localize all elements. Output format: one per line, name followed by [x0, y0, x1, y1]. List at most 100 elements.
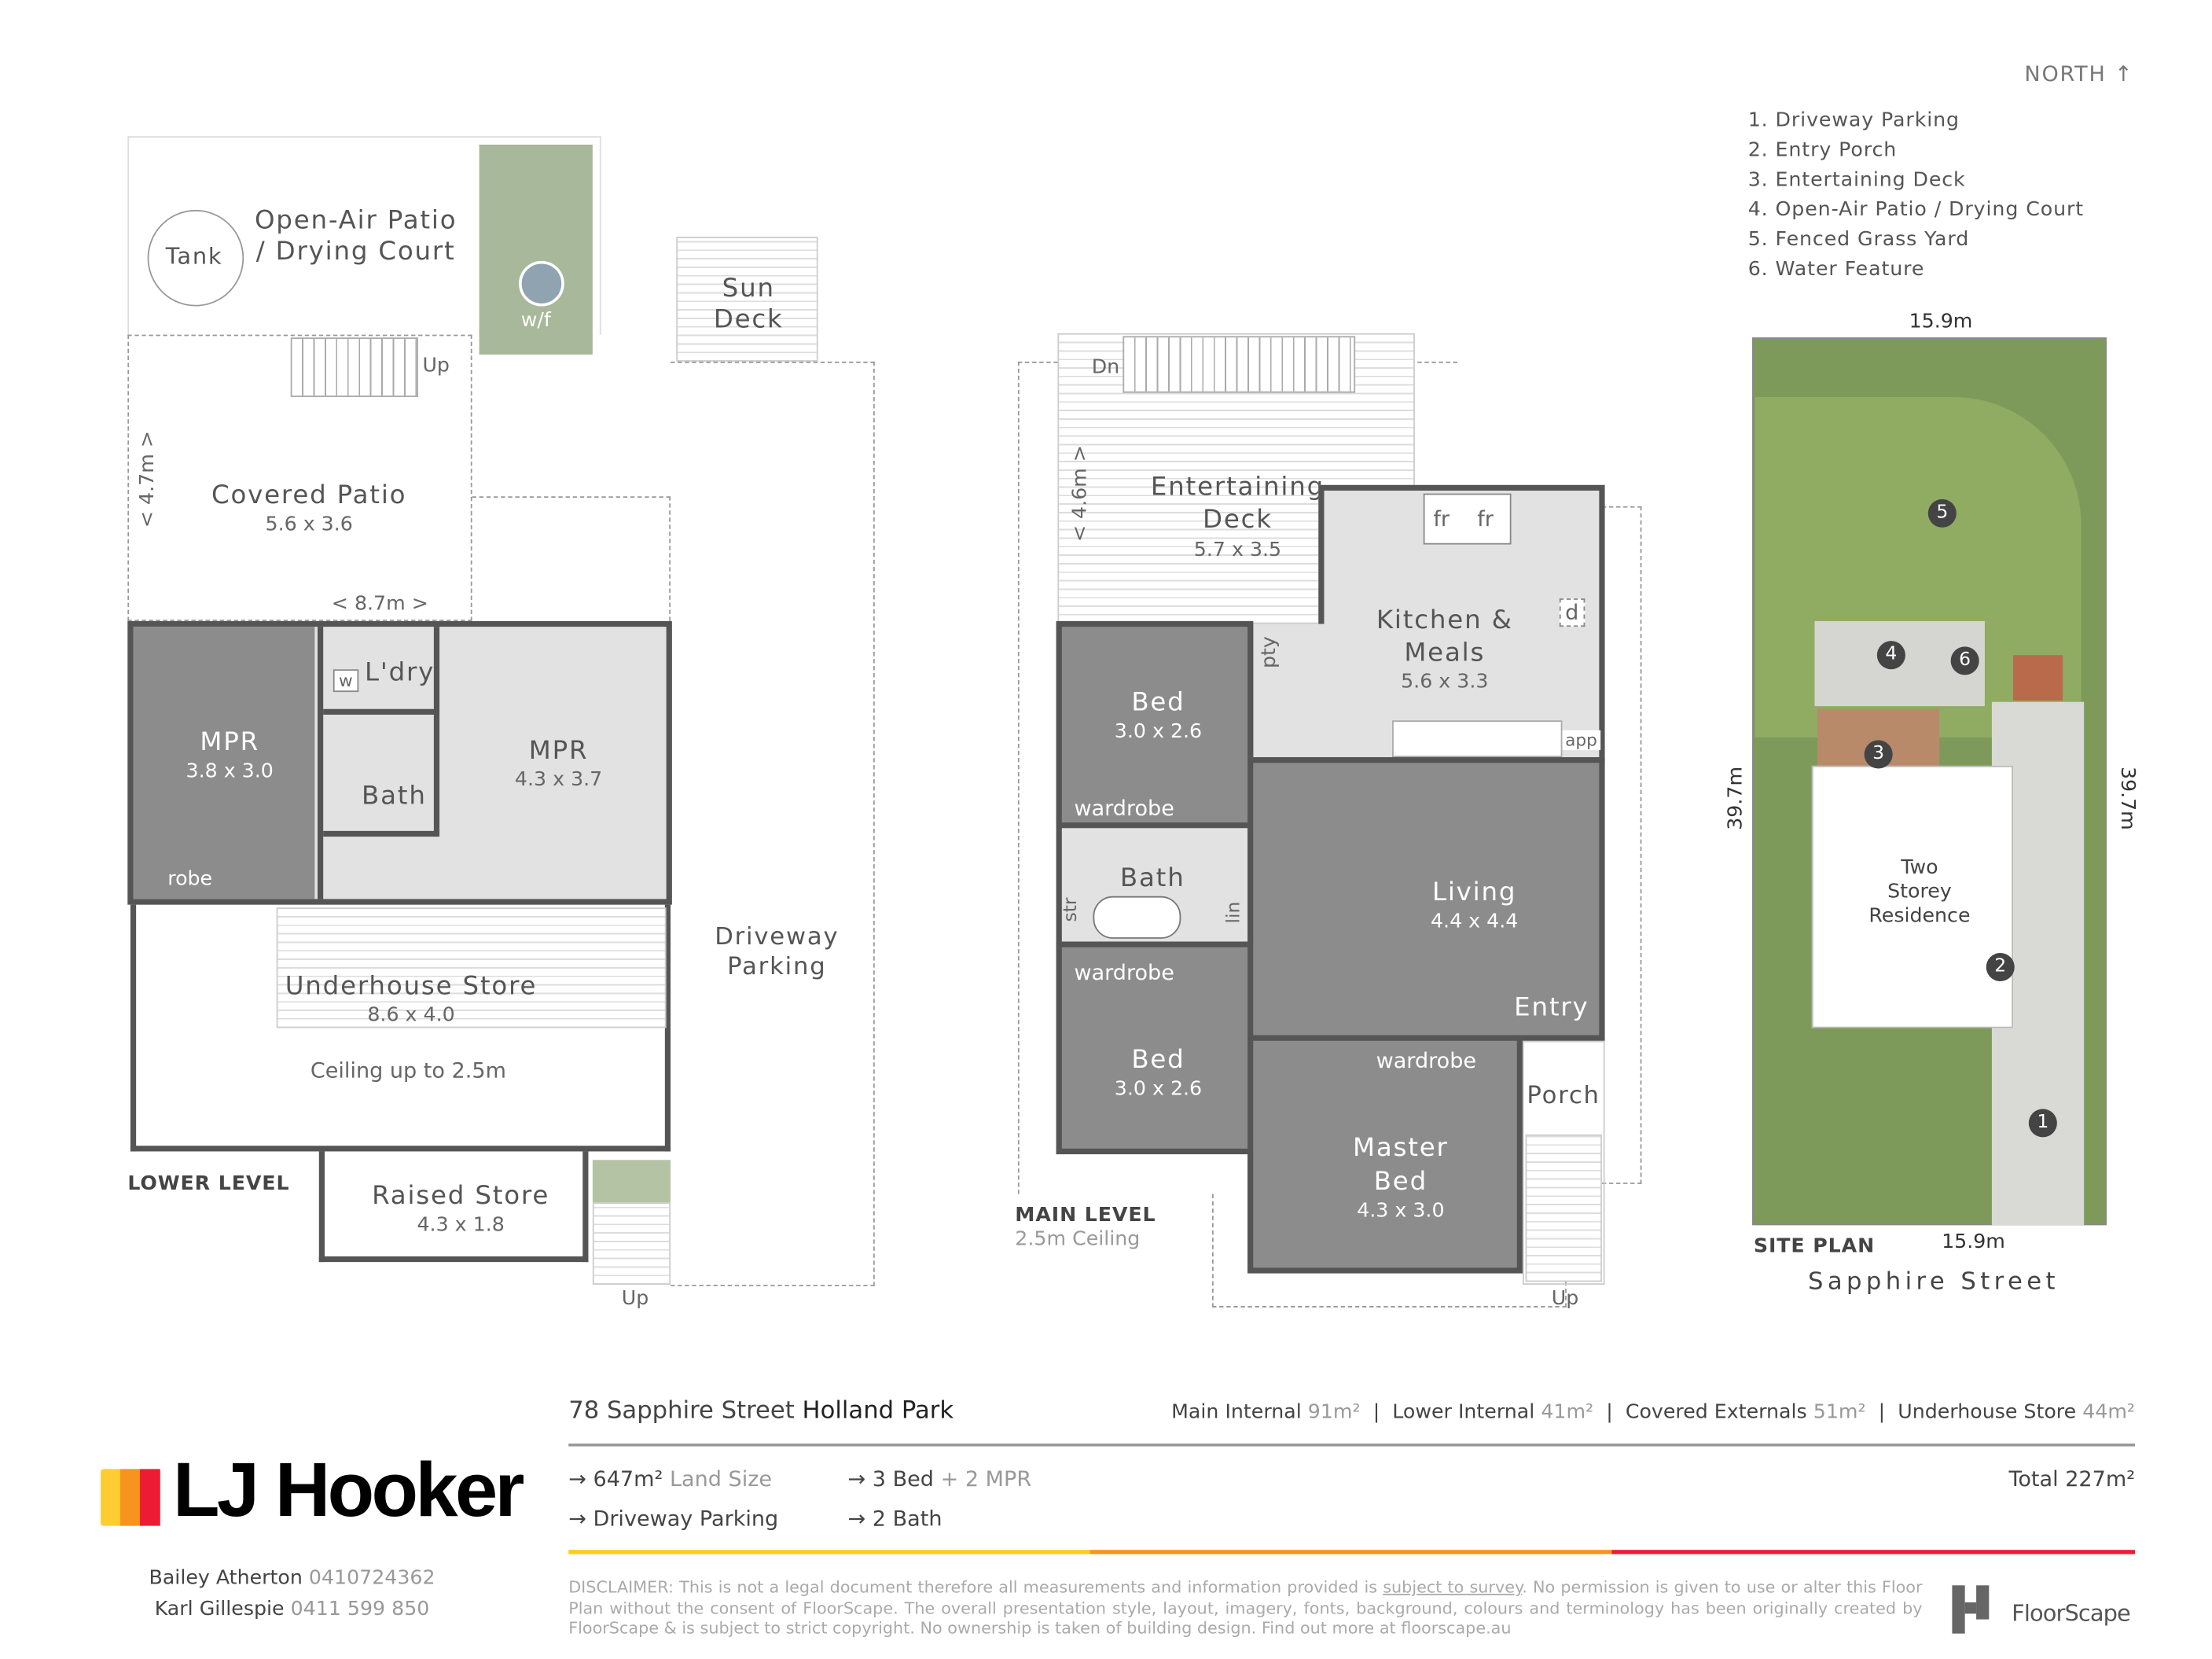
store-label: Underhouse Store: [285, 971, 538, 1002]
area-label: Underhouse Store: [1898, 1400, 2077, 1424]
agent-phone: 0410724362: [308, 1566, 435, 1590]
store-dim: 8.6 x 4.0: [367, 1003, 455, 1027]
water-feature-garden: [479, 144, 593, 355]
linen-label: lin: [1223, 901, 1245, 924]
wardrobe-label: wardrobe: [1376, 1047, 1477, 1074]
patio-outline: [472, 496, 671, 621]
sun-deck: [676, 237, 818, 362]
marker-4: 4: [1876, 641, 1905, 670]
washer-icon: w: [333, 669, 358, 693]
area-summary: Main Internal 91m² | Lower Internal 41m²…: [1171, 1400, 2136, 1424]
covered-patio: [127, 334, 472, 621]
pantry-label: pty: [1258, 636, 1281, 669]
residence: [1811, 765, 2013, 1028]
room-dim: 4.4 x 4.4: [1430, 910, 1519, 933]
lower-level-title: LOWER LEVEL: [127, 1172, 290, 1196]
divider: [568, 1443, 2136, 1446]
marker-5: 5: [1927, 498, 1957, 528]
site-plan-title: SITE PLAN: [1753, 1234, 1876, 1258]
wardrobe-label: wardrobe: [1074, 959, 1174, 986]
residence-label: Two: [1901, 856, 1938, 880]
store-stripes: [276, 907, 667, 1028]
disclaimer: DISCLAIMER: This is not a legal document…: [568, 1576, 1922, 1638]
porch-stairs: [1525, 1134, 1602, 1282]
area-value: 44m²: [2082, 1400, 2136, 1424]
disclaimer-text-2: . No permission is given to use or alter…: [568, 1576, 1923, 1639]
raised-store: [318, 1151, 589, 1263]
residence-label-2: Storey: [1887, 880, 1952, 903]
subject-to-survey-link[interactable]: subject to survey: [1383, 1576, 1523, 1597]
bathtub-icon: [1093, 896, 1181, 939]
legend-item: 5. Fenced Grass Yard: [1747, 228, 1970, 252]
wall: [323, 830, 437, 837]
fridge-label-2: fr: [1477, 506, 1494, 532]
wf-label: w/f: [520, 309, 551, 333]
bath-label: Bath: [362, 781, 427, 811]
patio-label: Open-Air Patio: [254, 205, 457, 236]
feature-beds: → 3 Bed + 2 MPR: [847, 1466, 1032, 1492]
marker-2: 2: [1986, 952, 2015, 982]
kitchen-dim: 5.6 x 3.3: [1401, 671, 1489, 693]
feature-parking: → Driveway Parking: [568, 1506, 779, 1532]
raised-store-label: Raised Store: [372, 1181, 550, 1212]
legend-item: 1. Driveway Parking: [1747, 109, 1960, 132]
street-name: Sapphire Street: [1807, 1267, 2060, 1297]
wardrobe-label: wardrobe: [1074, 795, 1174, 822]
open-air-patio: [127, 136, 601, 335]
bath-count: 2 Bath: [872, 1506, 942, 1532]
legend-item: 6. Water Feature: [1747, 258, 1925, 281]
lj-hooker-logo: LJ Hooker: [173, 1447, 524, 1533]
floorscape-logo-icon: [1952, 1585, 1990, 1634]
legend-item: 3. Entertaining Deck: [1747, 168, 1966, 192]
porch-up-label: Up: [1551, 1287, 1579, 1311]
room-bath: Bath str lin: [1056, 822, 1254, 947]
dimension-horizontal: < 8.7m >: [331, 592, 428, 616]
area-label: Covered Externals: [1625, 1400, 1807, 1424]
kitchen-label: Kitchen &: [1376, 605, 1513, 635]
parking: Driveway Parking: [593, 1506, 779, 1532]
land-size-label: Land Size: [669, 1466, 773, 1492]
wall: [317, 627, 324, 899]
area-value: 51m²: [1813, 1400, 1866, 1424]
raised-store-dim: 4.3 x 1.8: [417, 1213, 505, 1237]
room-bed-2: wardrobe Bed 3.0 x 2.6: [1056, 941, 1254, 1155]
room-dim: 3.0 x 2.6: [1114, 720, 1203, 744]
porch: [1522, 1040, 1605, 1285]
site-dim-right: 39.7m: [2115, 766, 2139, 830]
room-master-bed: wardrobe Master Bed 4.3 x 3.0: [1247, 1035, 1523, 1274]
room-label: MPR: [200, 727, 259, 758]
agent-2: Karl Gillespie 0411 599 850: [155, 1598, 430, 1621]
kitchen-label-2: Meals: [1404, 638, 1486, 668]
tank-label: Tank: [165, 242, 223, 270]
lower-stairs: [592, 1202, 671, 1285]
stairs-down-label: Dn: [1091, 355, 1120, 379]
driveway-area: [671, 361, 875, 1286]
deck-label-2: Deck: [1203, 505, 1273, 535]
legend-item: 2. Entry Porch: [1747, 138, 1898, 162]
site-legend: 1. Driveway Parking 2. Entry Porch 3. En…: [1748, 106, 2084, 285]
room-label: Bath: [1119, 863, 1185, 894]
deck-label: Entertaining: [1150, 472, 1325, 502]
marker-1: 1: [2028, 1109, 2057, 1138]
land-size: 647m²: [593, 1466, 663, 1492]
lower-stairs-up-label: Up: [621, 1287, 649, 1311]
disclaimer-text: DISCLAIMER: This is not a legal document…: [568, 1576, 1383, 1597]
tank-icon: [147, 209, 244, 307]
ceiling-note: Ceiling up to 2.5m: [310, 1058, 506, 1083]
fridge-space: [1423, 493, 1512, 545]
robe-label: robe: [167, 867, 213, 891]
room-mpr-2-label: MPR: [528, 736, 589, 766]
site-dim-top: 15.9m: [1909, 310, 1973, 333]
room-label: Living: [1431, 877, 1517, 908]
laundry-label: L'dry: [364, 657, 435, 688]
agent-phone: 0411 599 850: [290, 1598, 430, 1621]
room-mpr-1: MPR 3.8 x 3.0 robe: [133, 627, 315, 899]
room-dim: 3.0 x 2.6: [1114, 1077, 1203, 1101]
dishwasher-label: d: [1559, 598, 1585, 627]
room-label-2: Bed: [1373, 1167, 1428, 1197]
room-dim: 4.3 x 3.0: [1357, 1199, 1445, 1223]
kitchen-bench: [1392, 720, 1563, 758]
room-mpr-2-dim: 4.3 x 3.7: [514, 768, 603, 792]
marker-3: 3: [1864, 740, 1893, 769]
